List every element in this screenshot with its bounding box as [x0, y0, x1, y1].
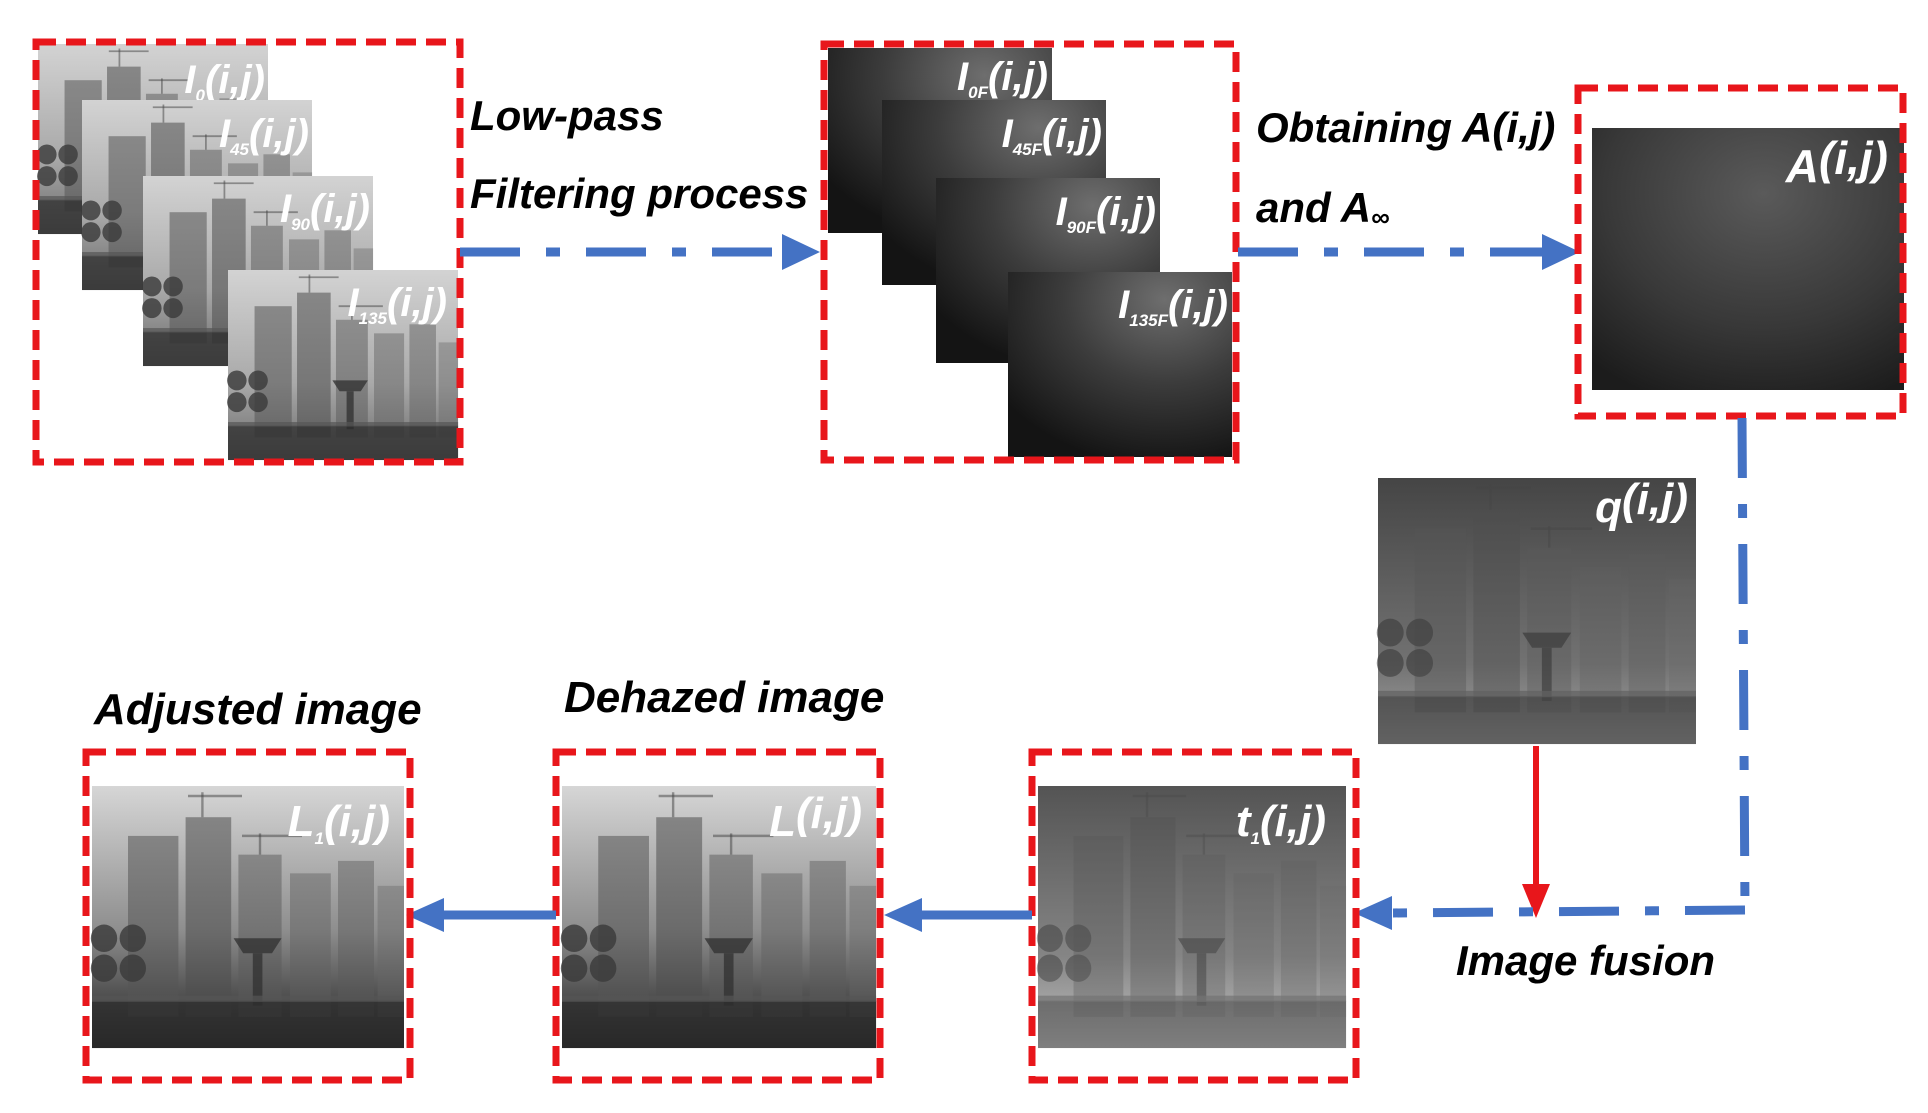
label-i135f: I135F(i,j): [1118, 283, 1228, 330]
air-light-image: A(i,j): [1574, 84, 1907, 420]
frame-air-light: [1574, 84, 1907, 420]
frame-filtered: [820, 40, 1240, 464]
arrow-low-pass: [460, 234, 820, 270]
adjusted-image: L1(i,j): [82, 748, 414, 1084]
label-i45: I45(i,j): [219, 112, 309, 159]
step-obtain-line2: and A∞: [1256, 184, 1390, 232]
image-i135: I135(i,j): [226, 270, 460, 461]
step-obtain-line1: Obtaining A(i,j): [1256, 104, 1555, 151]
arrow-dehazed-to-adjusted: [406, 898, 556, 932]
input-polarization-images: I0(i,j) I45(i,j) I90(i,j) I135(i,j): [32, 38, 464, 466]
frame-adjusted: [82, 748, 414, 1084]
label-l: L(i,j): [769, 789, 862, 846]
caption-adjusted: Adjusted image: [93, 685, 422, 734]
label-q: q(i,j): [1595, 475, 1688, 532]
label-i90f: I90F(i,j): [1056, 190, 1156, 237]
label-i45f: I45F(i,j): [1002, 112, 1102, 159]
label-a: A(i,j): [1785, 132, 1888, 192]
arrow-a-to-fusion: [1737, 417, 1750, 913]
label-i0: I0(i,j): [184, 58, 265, 105]
label-i0f: I0F(i,j): [957, 55, 1048, 102]
step-low-pass-line1: Low-pass: [470, 92, 664, 139]
q-image: q(i,j): [1375, 475, 1698, 746]
arrow-fusion-to-t1: [1354, 896, 1746, 930]
filtered-images: I0F(i,j) I45F(i,j) I90F(i,j) I135F(i,j): [820, 40, 1240, 464]
label-i90: I90(i,j): [280, 187, 370, 234]
image-i135f: I135F(i,j): [1008, 272, 1232, 457]
arrow-q-to-fusion: [1522, 746, 1550, 918]
label-t1: t1(i,j): [1236, 797, 1326, 848]
arrow-t1-to-dehazed: [884, 898, 1032, 932]
label-i135: I135(i,j): [348, 281, 447, 328]
step-low-pass-line2: Filtering process: [470, 170, 808, 217]
arrow-obtain-air-light: [1238, 234, 1580, 270]
step-image-fusion: Image fusion: [1456, 937, 1715, 984]
transmission-image: t1(i,j): [1028, 748, 1360, 1084]
label-l1: L1(i,j): [288, 797, 390, 848]
dehazed-image: L(i,j): [552, 748, 884, 1084]
caption-dehazed: Dehazed image: [564, 673, 884, 722]
